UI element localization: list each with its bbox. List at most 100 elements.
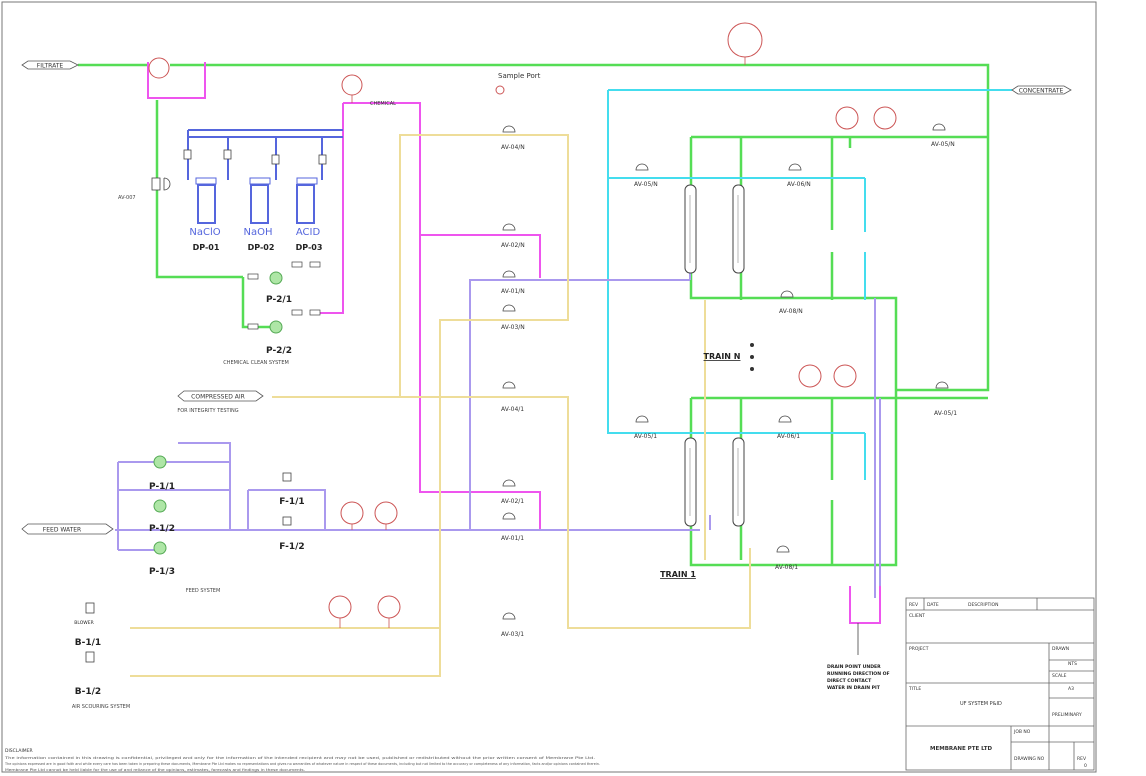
auto-valve-icons <box>502 123 949 620</box>
membrane-modules <box>684 184 745 527</box>
tank-1-chem: NaClO <box>189 227 220 238</box>
feed-lines <box>115 265 881 598</box>
tb-nts: NTS <box>1068 661 1077 667</box>
tank-1-tag: DP-01 <box>193 243 220 252</box>
b11-label: B-1/1 <box>75 638 101 648</box>
title-block-text: REV DATE DESCRIPTION CLIENT PROJECT TITL… <box>908 602 1087 769</box>
valve-av01n: AV-01/N <box>501 288 525 295</box>
drain-note: DRAIN POINT UNDER RUNNING DIRECTION OF D… <box>827 664 891 691</box>
tb-job: JOB NO <box>1013 729 1031 735</box>
tank-3-tag: DP-03 <box>296 243 323 252</box>
tb-prelim: PRELIMINARY <box>1052 712 1082 718</box>
pi-train-1-b <box>833 364 857 388</box>
notes-heading: DISCLAIMER <box>5 748 33 754</box>
tank-3-chem: ACID <box>296 227 321 238</box>
air-system-label: AIR SCOURING SYSTEM <box>72 704 130 710</box>
valve-tags: AV-04/N AV-02/N AV-01/N AV-03/N AV-04/1 … <box>501 141 957 638</box>
pi-air-a <box>328 595 352 619</box>
pi-air-b <box>377 595 401 619</box>
feed-water-tag: FEED WATER <box>21 523 114 535</box>
concentrate-tag: CONCENTRATE <box>1011 85 1072 95</box>
tank-2-chem: NaOH <box>244 227 273 238</box>
blower-b11: BLOWER B-1/1 <box>74 602 101 648</box>
drawing-frame <box>1 1 1097 773</box>
valve-symbols-chem <box>247 261 321 330</box>
p21-label: P-2/1 <box>266 295 292 305</box>
blower-tag-label: BLOWER <box>74 620 93 626</box>
tb-drawn: DRAWN <box>1052 646 1069 652</box>
f11-label: F-1/1 <box>279 497 304 507</box>
pump-p21: P-2/1 <box>266 271 292 305</box>
av-small-label: AV-007 <box>118 195 136 201</box>
valve-av03-1: AV-03/1 <box>501 631 524 638</box>
tb-desc-hdr: DESCRIPTION <box>968 602 998 608</box>
notes-line-1: The information contained in this drawin… <box>3 756 595 760</box>
valve-av01-1: AV-01/1 <box>501 535 524 542</box>
sample-port-label: Sample Port <box>498 72 541 80</box>
tank-2-tag: DP-02 <box>248 243 275 252</box>
train-n-label: TRAIN N <box>704 352 741 361</box>
valve-av05n-b: AV-05/N <box>931 141 955 148</box>
valve-av05-1a: AV-05/1 <box>634 433 657 440</box>
valve-av06-1: AV-06/1 <box>777 433 800 440</box>
title-block <box>905 597 1095 771</box>
tb-a3: A3 <box>1068 686 1074 692</box>
pump-p13: P-1/3 <box>149 541 175 577</box>
pi-train-1-a <box>798 364 822 388</box>
ft-filtrate-instrument <box>148 57 170 79</box>
p13-label: P-1/3 <box>149 567 175 577</box>
pi-feed-a <box>340 501 364 525</box>
valve-av04n: AV-04/N <box>501 144 525 151</box>
tb-dwg: DRAWING NO <box>1014 756 1045 762</box>
chemical-tank-3: ACID DP-03 <box>296 177 323 252</box>
p12-label: P-1/2 <box>149 524 175 534</box>
valve-av02-1: AV-02/1 <box>501 498 524 505</box>
filtrate-tag: FILTRATE <box>21 60 79 70</box>
pi-feed-b <box>374 501 398 525</box>
f12-label: F-1/2 <box>279 542 304 552</box>
air-lines <box>130 134 751 677</box>
pi-chemical-instrument <box>341 74 363 96</box>
chemical-system-label: CHEMICAL CLEAN SYSTEM <box>223 360 289 366</box>
valve-av06n: AV-06/N <box>787 181 811 188</box>
pump-p11: P-1/1 <box>149 455 175 492</box>
tb-company: MEMBRANE PTE LTD <box>930 746 992 752</box>
pump-p22: P-2/2 <box>266 320 292 356</box>
valve-av05n-a: AV-05/N <box>634 181 658 188</box>
feed-water-label: FEED WATER <box>43 527 81 534</box>
tb-scale: SCALE <box>1052 673 1067 679</box>
instrument-lines <box>339 57 746 628</box>
filter-f11: F-1/1 <box>279 472 305 507</box>
valve-av03n: AV-03/N <box>501 324 525 331</box>
notes-line-3: Membrane Pte Ltd cannot be held liable f… <box>5 768 305 772</box>
integrity-label: FOR INTEGRITY TESTING <box>177 408 238 414</box>
valve-av08n: AV-08/N <box>779 308 803 315</box>
valve-av05-1b: AV-05/1 <box>934 410 957 417</box>
concentrate-lines <box>607 89 1012 480</box>
filter-f12: F-1/2 <box>279 516 305 552</box>
feed-system-label: FEED SYSTEM <box>186 588 221 594</box>
tb-client: CLIENT <box>909 613 925 619</box>
tb-title-val: UF SYSTEM P&ID <box>960 701 1002 707</box>
chemical-tank-1: NaClO DP-01 <box>189 177 221 252</box>
compressed-air-tag: COMPRESSED AIR FOR INTEGRITY TESTING <box>177 390 264 414</box>
blower-b12: B-1/2 <box>75 651 101 697</box>
drain-pit <box>849 586 881 624</box>
filtrate-label: FILTRATE <box>37 63 64 70</box>
tb-rev-num: 0 <box>1084 763 1087 769</box>
tb-rev: REV <box>1077 756 1087 762</box>
ft-main-instrument <box>727 22 763 58</box>
valve-av02n: AV-02/N <box>501 242 525 249</box>
tb-date-hdr: DATE <box>927 602 939 608</box>
b12-label: B-1/2 <box>75 687 101 697</box>
train-1-label: TRAIN 1 <box>660 570 696 579</box>
p11-label: P-1/1 <box>149 482 175 492</box>
valve-av08-1: AV-08/1 <box>775 564 798 571</box>
pi-train-n-a <box>835 106 859 130</box>
dosing-pump-symbols <box>183 149 327 165</box>
valve-av04-1: AV-04/1 <box>501 406 524 413</box>
train-dots <box>750 343 754 371</box>
p22-label: P-2/2 <box>266 346 292 356</box>
concentrate-label: CONCENTRATE <box>1019 88 1064 95</box>
